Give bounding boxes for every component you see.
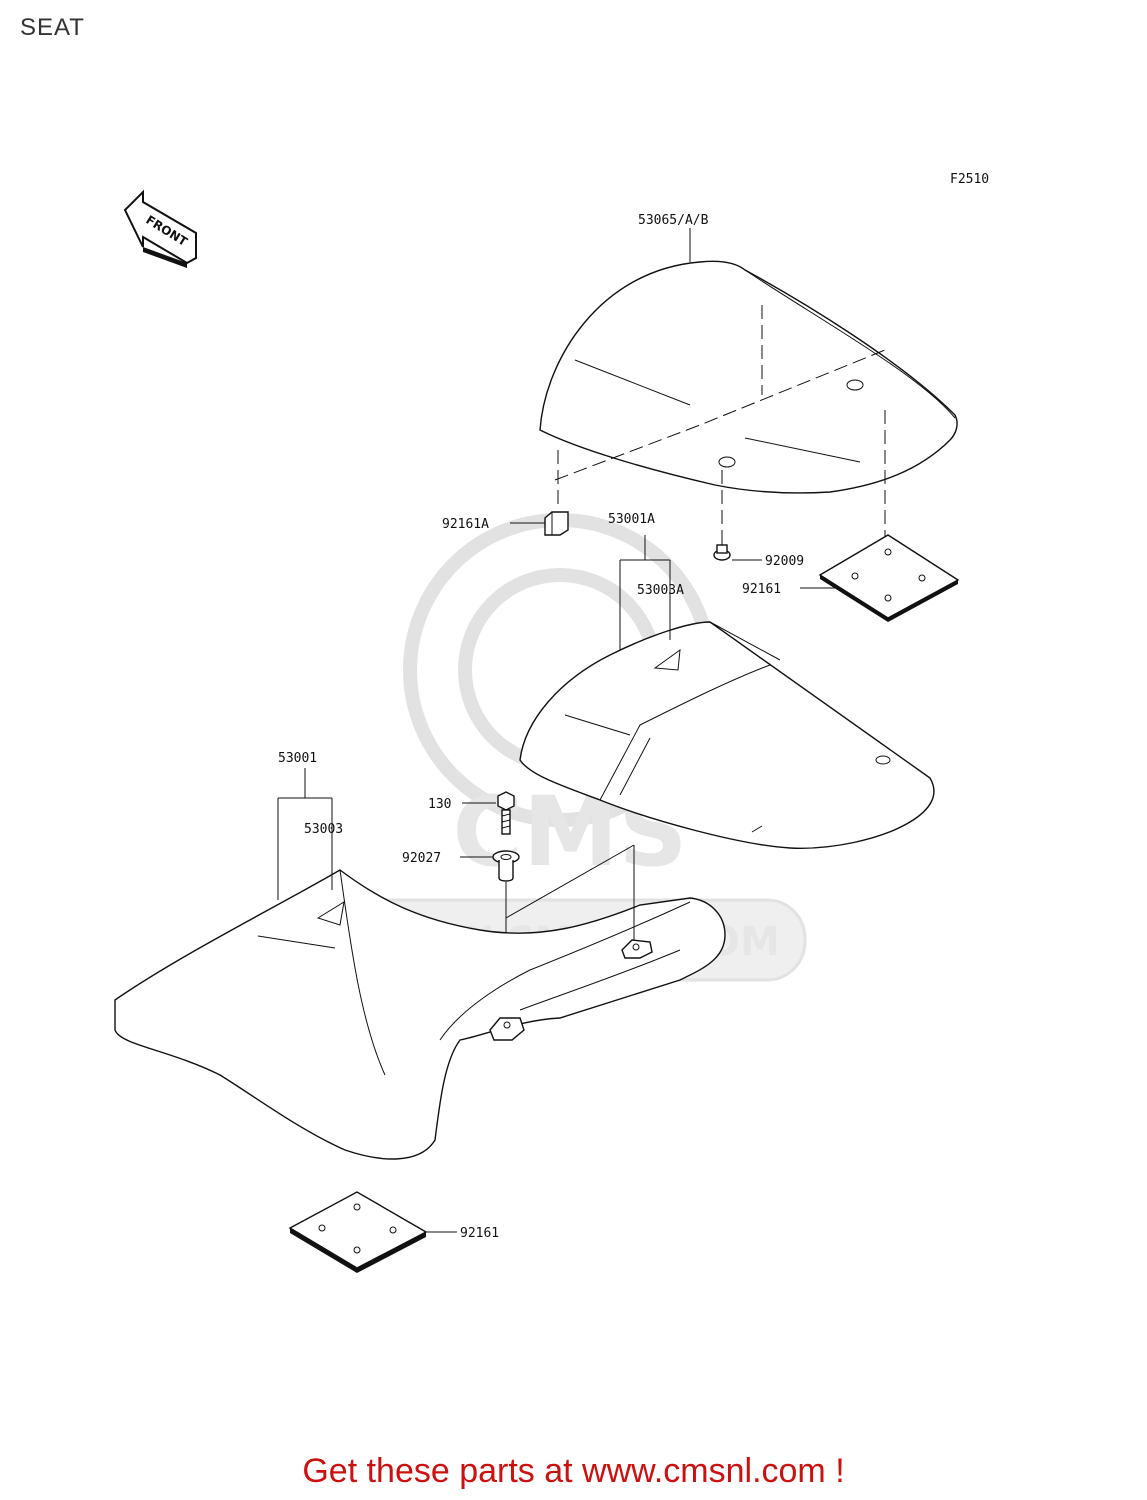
page-title: SEAT	[20, 14, 85, 41]
label-92009: 92009	[765, 554, 804, 569]
pad-92161-upper-icon	[818, 534, 960, 622]
seat-53001A	[519, 621, 935, 849]
promo-link[interactable]: Get these parts at www.cmsnl.com !	[302, 1452, 845, 1490]
pad-92161-lower-icon	[288, 1191, 428, 1273]
label-53001A: 53001A	[608, 512, 655, 527]
label-92161-upper: 92161	[742, 582, 781, 597]
label-92161A: 92161A	[442, 517, 489, 532]
figure-code: F2510	[950, 172, 989, 187]
label-53003A: 53003A	[637, 583, 684, 598]
front-arrow-icon: FRONT	[123, 189, 197, 268]
label-92161-lower: 92161	[460, 1226, 499, 1241]
bolt-130-icon	[497, 791, 515, 835]
label-53003: 53003	[304, 822, 343, 837]
screw-92009-icon	[713, 530, 731, 561]
label-53065: 53065/A/B	[638, 213, 709, 228]
seat-cover-53065	[539, 260, 958, 560]
part-92161A-icon	[544, 511, 569, 536]
seat-53001	[114, 844, 726, 1160]
label-92027: 92027	[402, 851, 441, 866]
label-53001: 53001	[278, 751, 317, 766]
label-130: 130	[428, 797, 451, 812]
